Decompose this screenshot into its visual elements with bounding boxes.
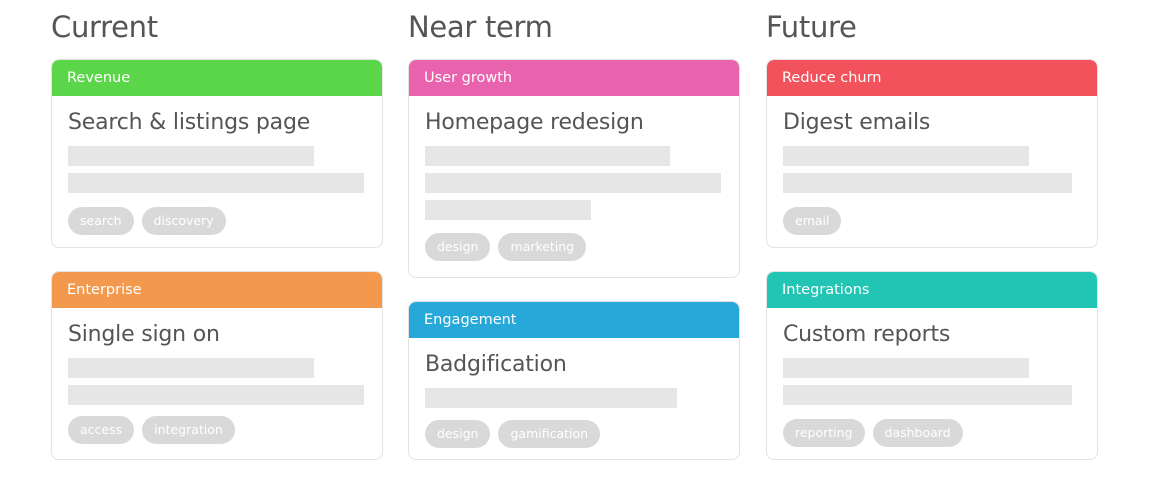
card-title: Homepage redesign [425,110,644,135]
roadmap-card-enterprise[interactable]: Enterprise Single sign on access integra… [51,271,383,460]
card-title: Single sign on [68,322,220,347]
tag-design[interactable]: design [425,420,491,448]
placeholder-line [425,200,591,220]
tag-list: design marketing [425,233,723,261]
card-body: Search & listings page search discovery [52,96,382,235]
placeholder-line [68,173,364,193]
card-body: Digest emails email [767,96,1097,235]
card-title: Search & listings page [68,110,311,135]
card-header-engagement: Engagement [409,302,739,338]
placeholder-line [68,358,314,378]
card-title: Digest emails [783,110,931,135]
tag-list: design gamification [425,420,723,448]
card-header-enterprise: Enterprise [52,272,382,308]
tag-reporting[interactable]: reporting [783,419,865,447]
tag-design[interactable]: design [425,233,491,261]
roadmap-card-integrations[interactable]: Integrations Custom reports reporting da… [766,271,1098,460]
roadmap-card-reduce-churn[interactable]: Reduce churn Digest emails email [766,59,1098,248]
card-header-integrations: Integrations [767,272,1097,308]
card-title: Custom reports [783,322,951,347]
tag-list: reporting dashboard [783,419,1081,447]
placeholder-line [783,358,1029,378]
tag-list: access integration [68,416,366,444]
roadmap-card-engagement[interactable]: Engagement Badgification design gamifica… [408,301,740,460]
placeholder-line [68,385,364,405]
tag-list: email [783,207,1081,235]
placeholder-line [783,173,1072,193]
card-header-user-growth: User growth [409,60,739,96]
placeholder-line [425,173,721,193]
placeholder-line [68,146,314,166]
tag-integration[interactable]: integration [142,416,235,444]
card-body: Homepage redesign design marketing [409,96,739,261]
tag-search[interactable]: search [68,207,134,235]
card-title: Badgification [425,352,567,377]
column-title-current: Current [51,10,158,44]
column-title-future: Future [766,10,857,44]
placeholder-line [425,146,670,166]
card-body: Single sign on access integration [52,308,382,444]
tag-email[interactable]: email [783,207,842,235]
placeholder-line [425,388,677,408]
tag-dashboard[interactable]: dashboard [872,419,963,447]
tag-gamification[interactable]: gamification [498,420,601,448]
card-header-reduce-churn: Reduce churn [767,60,1097,96]
column-title-near-term: Near term [408,10,553,44]
roadmap-card-revenue[interactable]: Revenue Search & listings page search di… [51,59,383,248]
roadmap-card-user-growth[interactable]: User growth Homepage redesign design mar… [408,59,740,278]
card-body: Badgification design gamification [409,338,739,448]
tag-discovery[interactable]: discovery [141,207,226,235]
card-header-revenue: Revenue [52,60,382,96]
tag-access[interactable]: access [68,416,135,444]
tag-list: search discovery [68,207,366,235]
card-body: Custom reports reporting dashboard [767,308,1097,447]
placeholder-line [783,385,1072,405]
placeholder-line [783,146,1029,166]
tag-marketing[interactable]: marketing [498,233,587,261]
